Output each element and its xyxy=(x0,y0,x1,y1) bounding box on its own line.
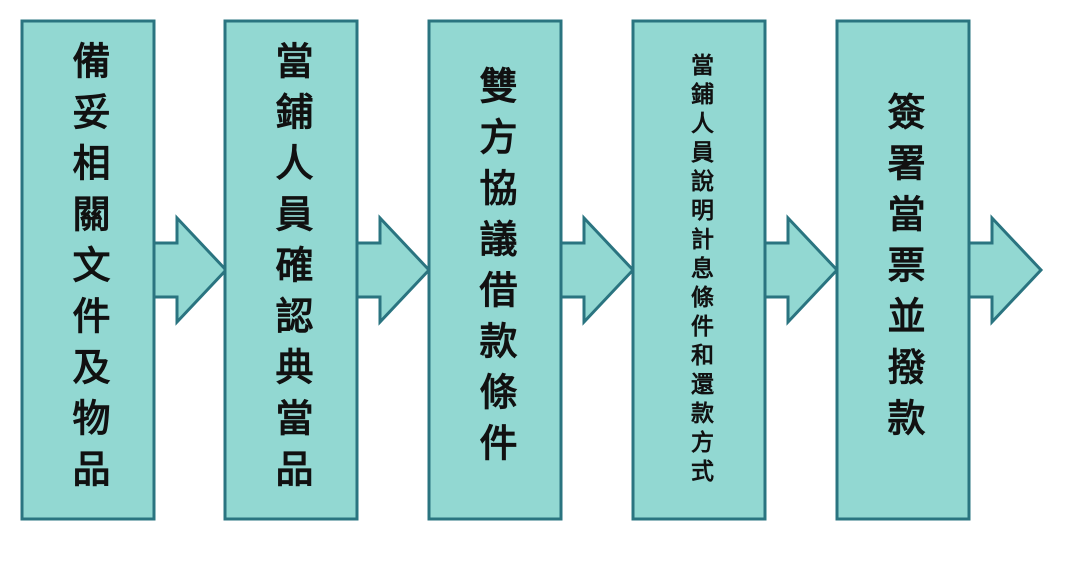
step-box-5 xyxy=(835,19,971,521)
step-box-3 xyxy=(427,19,563,521)
step-box-1 xyxy=(20,19,156,521)
step-arrow-5 xyxy=(969,214,1044,326)
step-box-2 xyxy=(223,19,359,521)
step-label-1: 備妥相關文件及物品 xyxy=(66,40,110,500)
step-label-4: 當鋪人員說明計息條件和還款方式 xyxy=(686,52,713,488)
step-label-5: 簽署當票並撥款 xyxy=(881,91,925,449)
step-label-2: 當鋪人員確認典當品 xyxy=(269,40,313,500)
step-arrow-1 xyxy=(154,214,229,326)
step-label-3: 雙方協議借款條件 xyxy=(473,66,517,474)
step-arrow-3 xyxy=(561,214,636,326)
step-arrow-4 xyxy=(765,214,840,326)
step-box-4 xyxy=(631,19,767,521)
step-arrow-2 xyxy=(357,214,432,326)
